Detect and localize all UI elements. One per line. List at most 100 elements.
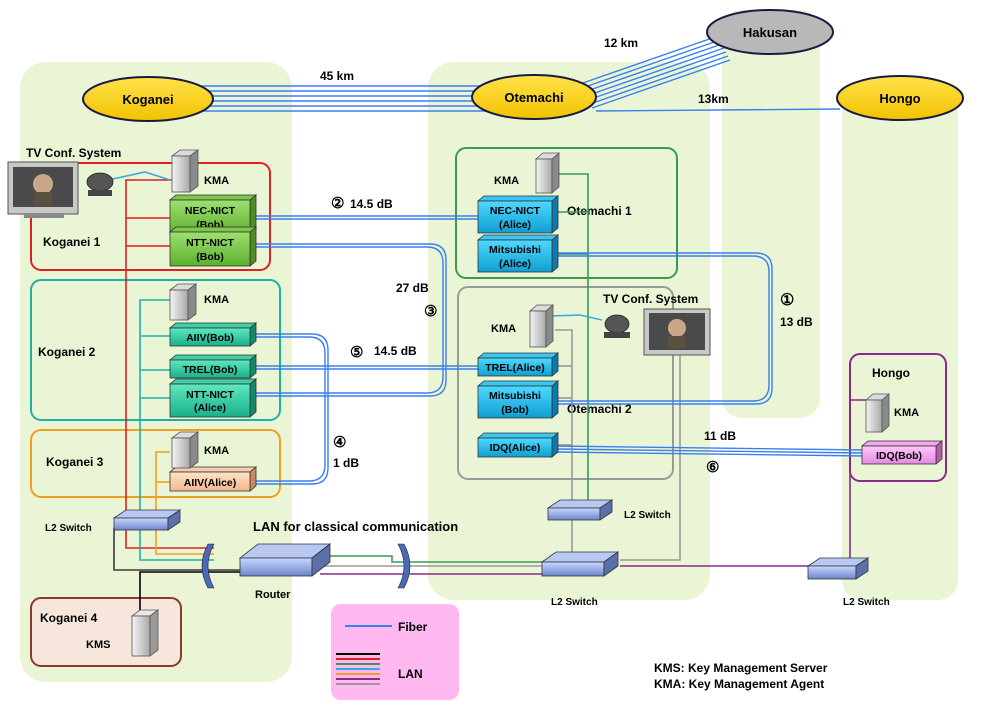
kma-server-otemachi2: KMA bbox=[491, 304, 555, 348]
router-label: Router bbox=[255, 589, 291, 601]
trel-bob-label: TREL(Bob) bbox=[183, 364, 238, 376]
site-ellipses: Koganei Otemachi Hakusan Hongo bbox=[82, 9, 964, 122]
ntt-alice-line2: (Alice) bbox=[194, 402, 226, 414]
device-ntt-nict-bob[interactable]: NTT-NICT (Bob) bbox=[168, 226, 258, 267]
l2-switch-otemachi-lower: L2 Switch bbox=[540, 551, 620, 608]
tv-conf-koganei: TV Conf. System bbox=[7, 146, 121, 218]
l2-switch-label: L2 Switch bbox=[843, 597, 890, 608]
device-allv-alice[interactable]: AIIV(Alice) bbox=[168, 466, 258, 492]
koganei4-box bbox=[30, 597, 182, 667]
link-koganei-otemachi: 45 km bbox=[320, 69, 354, 83]
fiber2-marker: ② bbox=[331, 195, 344, 212]
l2-switch-otemachi-upper: L2 Switch bbox=[546, 499, 671, 521]
kms-server: KMS bbox=[86, 609, 160, 657]
qkd-fibers bbox=[250, 215, 867, 485]
kma-server-koganei3: KMA bbox=[170, 431, 229, 469]
legend-box bbox=[331, 604, 459, 700]
koganei-site bbox=[82, 76, 214, 122]
allv-bob-label: AIIV(Bob) bbox=[186, 332, 234, 344]
hongo-site bbox=[836, 75, 964, 121]
device-trel-bob[interactable]: TREL(Bob) bbox=[168, 354, 258, 379]
fiber5-marker: ⑤ bbox=[350, 344, 363, 361]
ntt-bob-line2: (Bob) bbox=[196, 251, 223, 263]
otemachi2-label: Otemachi 2 bbox=[567, 402, 632, 416]
fiber6-marker: ⑥ bbox=[706, 459, 719, 476]
ntt-alice-line1: NTT-NICT bbox=[186, 389, 234, 401]
lan-title: LAN for classical communication bbox=[253, 519, 458, 534]
allv-alice-label: AIIV(Alice) bbox=[184, 477, 237, 489]
footnote-kms: KMS: Key Management Server bbox=[654, 661, 828, 675]
trel-alice-label: TREL(Alice) bbox=[485, 362, 545, 374]
kma-label: KMA bbox=[204, 294, 229, 306]
koganei3-label: Koganei 3 bbox=[46, 455, 104, 469]
fiber6-loss: 11 dB bbox=[704, 429, 736, 443]
kms-label: KMS bbox=[86, 639, 110, 651]
idq-bob-label: IDQ(Bob) bbox=[876, 450, 922, 462]
hakusan-site bbox=[706, 9, 834, 55]
device-allv-bob[interactable]: AIIV(Bob) bbox=[168, 322, 258, 347]
l2-switch-hongo: L2 Switch bbox=[806, 557, 890, 608]
l2-switch-label: L2 Switch bbox=[551, 597, 598, 608]
kma-label: KMA bbox=[494, 175, 519, 187]
device-ntt-nict-alice[interactable]: NTT-NICT (Alice) bbox=[168, 378, 258, 418]
koganei-site-label: Koganei bbox=[122, 92, 173, 107]
link-otemachi-hakusan: 12 km bbox=[604, 36, 638, 50]
lan-wiring bbox=[107, 171, 866, 616]
device-mitsubishi-bob[interactable]: Mitsubishi (Bob) bbox=[476, 380, 560, 419]
fiber4-loss: 1 dB bbox=[333, 456, 359, 470]
fiber2-loss: 14.5 dB bbox=[350, 197, 393, 211]
tv-conf-label: TV Conf. System bbox=[603, 292, 698, 306]
fiber1-loss: 13 dB bbox=[780, 315, 813, 329]
legend-fiber-label: Fiber bbox=[398, 620, 428, 634]
hongo-label: Hongo bbox=[872, 366, 910, 380]
fiber4-marker: ④ bbox=[333, 434, 346, 451]
lan-tunnel-right bbox=[397, 543, 411, 589]
devices: NEC-NICT (Bob) NTT-NICT (Bob) AIIV(Bob) … bbox=[168, 194, 944, 492]
kma-label: KMA bbox=[204, 175, 229, 187]
hongo-panel bbox=[842, 95, 958, 600]
fiber3-loss: 27 dB bbox=[396, 281, 429, 295]
l2-switch-label: L2 Switch bbox=[45, 523, 92, 534]
mitsu-bob-line1: Mitsubishi bbox=[489, 390, 541, 402]
hakusan-panel bbox=[722, 10, 820, 418]
otemachi1-label: Otemachi 1 bbox=[567, 204, 632, 218]
l2-switch-label: L2 Switch bbox=[624, 510, 671, 521]
l2-switch-koganei: L2 Switch bbox=[45, 509, 182, 534]
otemachi1-box bbox=[455, 147, 678, 279]
otemachi-site bbox=[471, 74, 597, 120]
kma-label: KMA bbox=[491, 323, 516, 335]
backbone-fibers bbox=[200, 35, 841, 112]
koganei2-label: Koganei 2 bbox=[38, 345, 96, 359]
kma-server-otemachi1: KMA bbox=[494, 152, 561, 194]
mitsu-alice-line1: Mitsubishi bbox=[489, 244, 541, 256]
hongo-site-label: Hongo bbox=[879, 91, 920, 106]
koganei1-label: Koganei 1 bbox=[43, 235, 101, 249]
kma-server-koganei2: KMA bbox=[168, 283, 229, 321]
nec-alice-line2: (Alice) bbox=[499, 219, 531, 231]
kma-server-hongo: KMA bbox=[864, 393, 919, 433]
link-otemachi-hongo: 13km bbox=[698, 92, 729, 106]
tv-conf-otemachi: TV Conf. System bbox=[603, 292, 711, 356]
kma-label: KMA bbox=[894, 407, 919, 419]
device-idq-bob[interactable]: IDQ(Bob) bbox=[860, 440, 944, 465]
otemachi-site-label: Otemachi bbox=[504, 90, 563, 105]
nec-alice-line1: NEC-NICT bbox=[490, 205, 541, 217]
idq-alice-label: IDQ(Alice) bbox=[490, 442, 541, 454]
device-idq-alice[interactable]: IDQ(Alice) bbox=[476, 432, 560, 458]
nec-bob-line1: NEC-NICT bbox=[185, 205, 236, 217]
legend: Fiber LAN bbox=[331, 604, 459, 700]
fiber3-marker: ③ bbox=[424, 303, 437, 320]
ntt-bob-line1: NTT-NICT bbox=[186, 237, 234, 249]
device-mitsubishi-alice[interactable]: Mitsubishi (Alice) bbox=[476, 234, 560, 273]
footnote-kma: KMA: Key Management Agent bbox=[654, 677, 824, 691]
tv-conf-label: TV Conf. System bbox=[26, 146, 121, 160]
lan-tunnel-left bbox=[201, 543, 215, 589]
koganei4-label: Koganei 4 bbox=[40, 611, 98, 625]
device-nec-nict-alice[interactable]: NEC-NICT (Alice) bbox=[476, 195, 560, 234]
device-trel-alice[interactable]: TREL(Alice) bbox=[476, 352, 560, 377]
hakusan-site-label: Hakusan bbox=[743, 25, 797, 40]
otemachi2-box bbox=[457, 286, 674, 480]
fiber5-loss: 14.5 dB bbox=[374, 344, 417, 358]
mitsu-alice-line2: (Alice) bbox=[499, 258, 531, 270]
kma-servers: KMA KMA KMA KMA KMA bbox=[168, 149, 919, 469]
